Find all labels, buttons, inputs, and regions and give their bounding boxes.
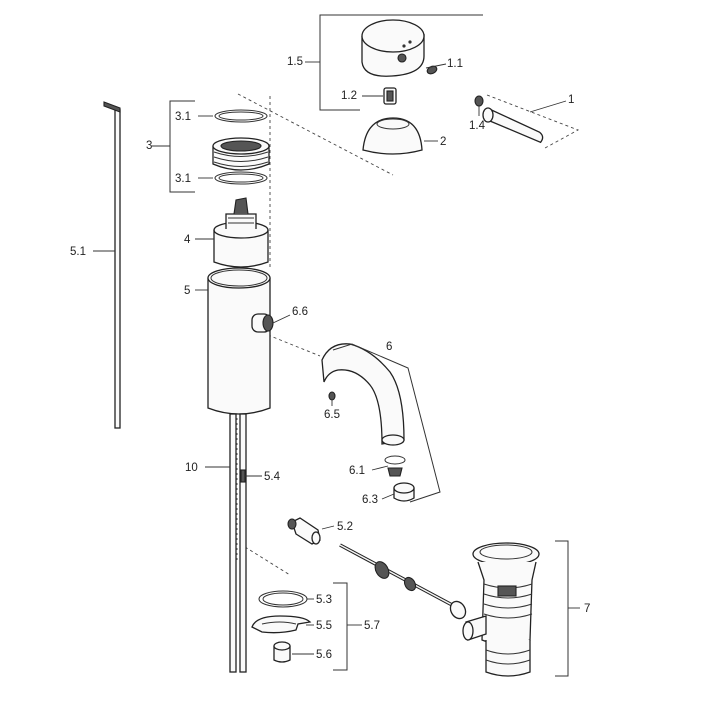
label-1-2: 1.2	[341, 90, 357, 102]
part-5-6-nut	[273, 641, 291, 663]
label-5-5: 5.5	[316, 620, 332, 632]
bracket-7	[555, 540, 569, 677]
label-5-1: 5.1	[70, 246, 86, 258]
label-6-6: 6.6	[292, 306, 308, 318]
label-2: 2	[440, 136, 446, 148]
label-1-1: 1.1	[447, 58, 463, 70]
seal-3-1-bottom	[214, 171, 268, 185]
leader-lines	[93, 63, 567, 655]
label-5-4: 5.4	[264, 471, 281, 483]
screw-6-5	[328, 391, 336, 401]
label-6-5: 6.5	[324, 409, 340, 421]
label-1: 1	[568, 94, 574, 106]
bracket-5-7	[333, 582, 348, 671]
label-5: 5	[184, 285, 190, 297]
part-10-supply-hoses	[229, 413, 247, 673]
label-7: 7	[584, 603, 590, 615]
label-1-5: 1.5	[287, 56, 303, 68]
label-3-1-bottom: 3.1	[175, 173, 191, 185]
seal-3-1-top	[214, 109, 268, 123]
assembly-guide-lines	[237, 93, 580, 613]
part-5-1-lift-rod	[103, 101, 121, 429]
screw-1-4	[474, 95, 484, 107]
part-1-lever	[474, 95, 544, 144]
part-5-2-connector	[287, 517, 321, 545]
label-10: 10	[185, 462, 198, 474]
label-5-6: 5.6	[316, 649, 332, 661]
part-2-cover-cap	[362, 117, 423, 155]
label-4: 4	[184, 234, 191, 246]
part-5-3-ring	[258, 590, 308, 608]
label-6-3: 6.3	[362, 494, 378, 506]
bracket-1-5	[319, 14, 483, 111]
hose-marker-5-4	[240, 469, 246, 483]
label-3-1-top: 3.1	[175, 111, 191, 123]
label-5-2: 5.2	[337, 521, 353, 533]
part-1-2-insert	[383, 87, 397, 105]
label-3: 3	[146, 140, 152, 152]
label-5-3: 5.3	[316, 594, 332, 606]
part-4-cartridge	[213, 197, 269, 268]
bracket-3	[169, 100, 195, 193]
aerator-seal-6-1	[384, 455, 406, 465]
group-brackets	[169, 14, 569, 677]
part-7-popup-waste	[339, 542, 540, 677]
label-6: 6	[386, 341, 392, 353]
part-5-body	[207, 267, 274, 415]
label-5-7: 5.7	[364, 620, 380, 632]
label-1-4: 1.4	[469, 120, 486, 132]
part-3-cartridge-nut	[212, 109, 270, 185]
part-1-5-handle	[361, 19, 438, 77]
part-6-spout	[321, 343, 441, 503]
part-5-5-clip	[251, 615, 312, 634]
callout-labels: 1 1.1 1.2 1.4 1.5 2 3 3.1 3.1 4 5 5.1 5.…	[70, 56, 590, 661]
label-6-1: 6.1	[349, 465, 365, 477]
